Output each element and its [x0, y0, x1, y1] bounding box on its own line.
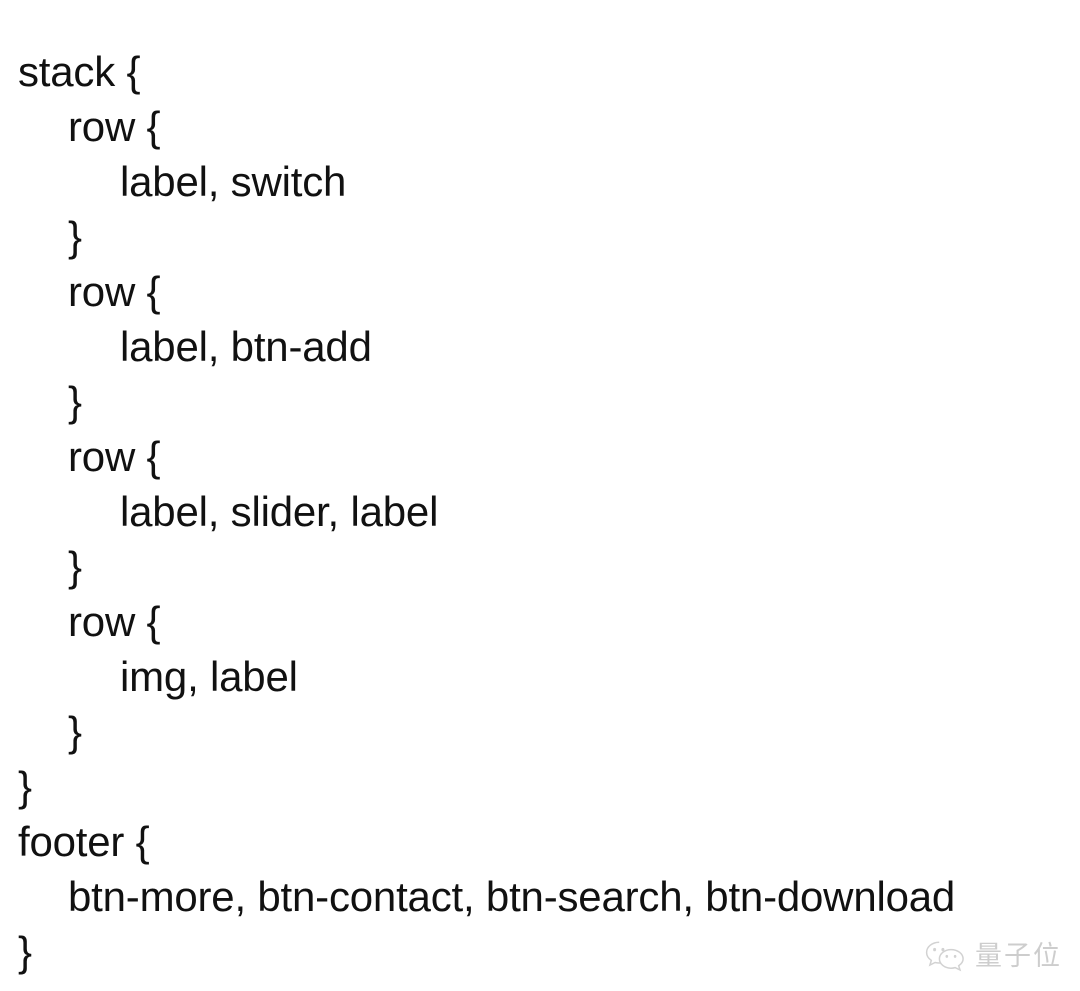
code-line: label, switch [120, 158, 347, 205]
code-line: row { [68, 103, 161, 150]
code-line: } [18, 763, 32, 810]
code-line: btn-more, btn-contact, btn-search, btn-d… [68, 873, 956, 920]
watermark-text: 量子位 [975, 940, 1062, 971]
code-line: footer { [18, 818, 150, 865]
code-line: stack { [18, 48, 141, 95]
code-line: } [68, 213, 82, 260]
code-line: row { [68, 598, 161, 645]
code-line: } [68, 378, 82, 425]
code-line: label, btn-add [120, 323, 372, 370]
wechat-icon [925, 941, 964, 972]
code-line: } [18, 928, 32, 975]
code-line: img, label [120, 653, 298, 700]
code-line: label, slider, label [120, 488, 439, 535]
code-line: row { [68, 433, 161, 480]
code-line: } [68, 543, 82, 590]
watermark: 量子位 [924, 939, 1062, 973]
code-line: row { [68, 268, 161, 315]
code-line: } [68, 708, 82, 755]
